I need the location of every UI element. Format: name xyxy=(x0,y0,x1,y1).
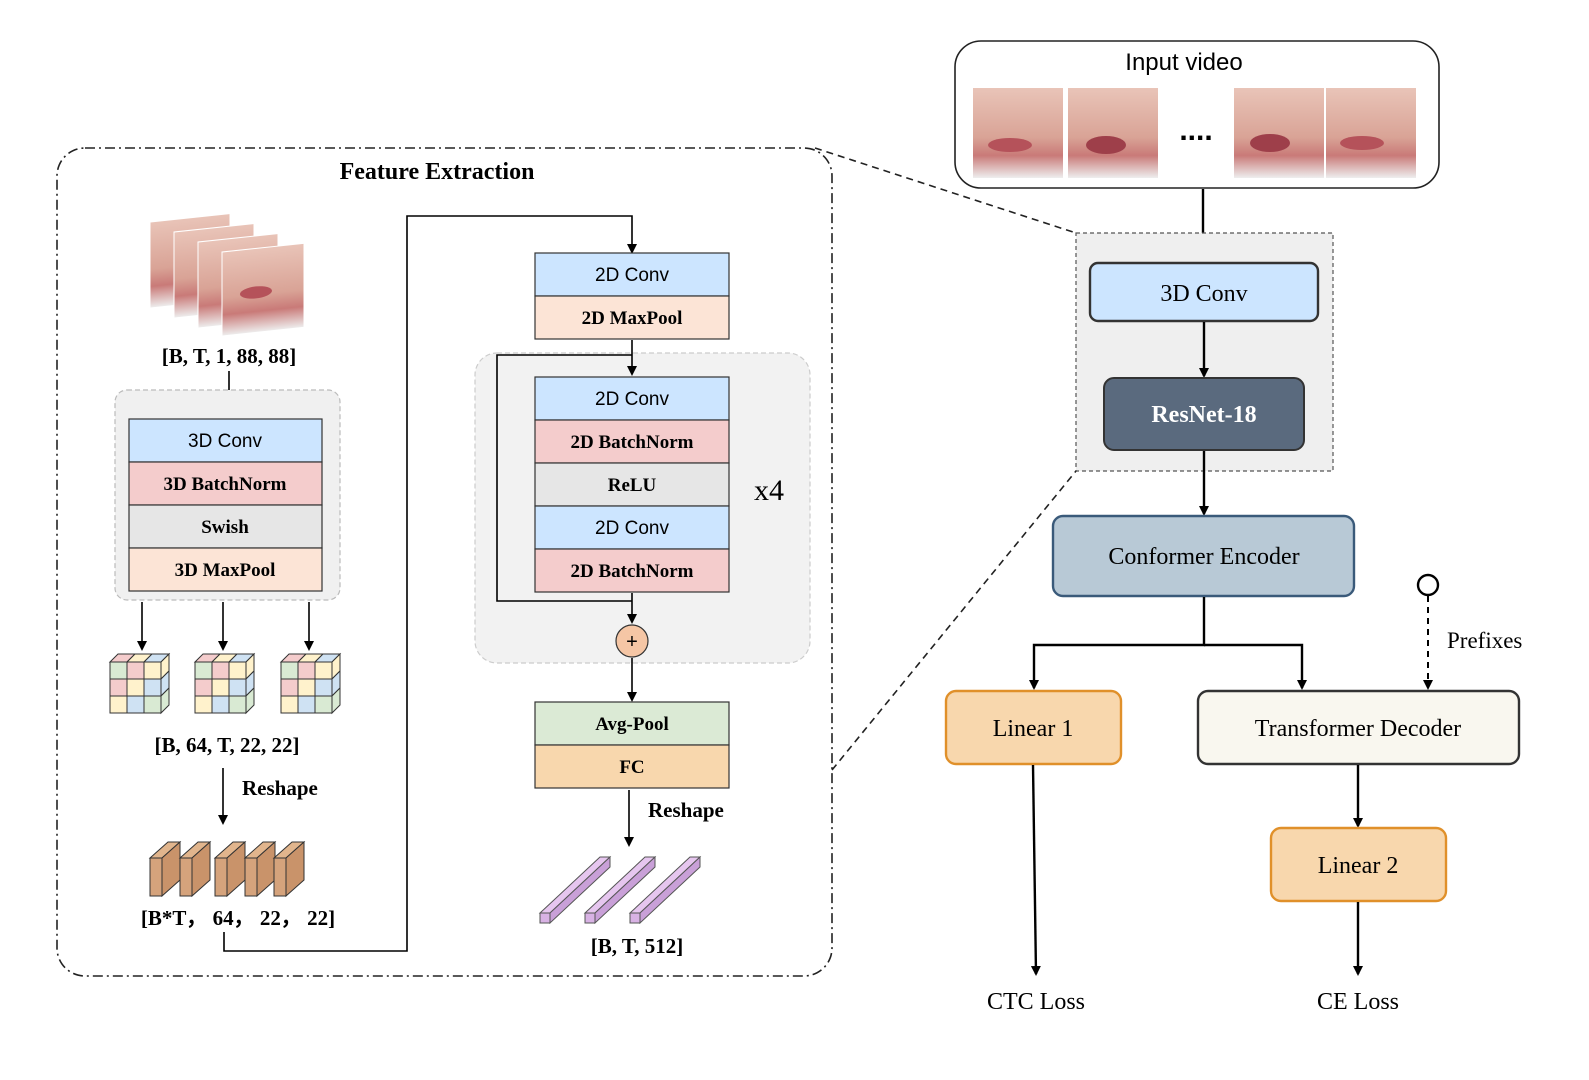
pipeline-conv3d xyxy=(1088,261,1320,323)
block3d-swish-label: Swish xyxy=(201,517,249,538)
maxpool2d-label: 2D MaxPool xyxy=(582,308,683,329)
output-feature-bars xyxy=(538,855,702,925)
linear1-label: Linear 1 xyxy=(993,716,1074,742)
resblock-relu-label: ReLU xyxy=(608,475,657,496)
fc-label: FC xyxy=(619,757,644,778)
feature-extraction-title: Feature Extraction xyxy=(340,159,535,185)
feature-slab xyxy=(213,840,247,898)
block3d-maxpool-label: 3D MaxPool xyxy=(175,560,276,581)
feature-cube xyxy=(279,652,342,715)
linear1 xyxy=(944,689,1123,766)
feature-cube xyxy=(193,652,256,715)
feature-slab xyxy=(272,840,306,898)
shape-2d-label: [B*T， 64， 22， 22] xyxy=(141,906,335,930)
avgpool xyxy=(534,701,730,746)
feature-bar xyxy=(583,855,657,925)
block3d-batchnorm xyxy=(128,461,323,506)
resblock-bn-2 xyxy=(534,548,730,593)
block3d-batchnorm-label: 3D BatchNorm xyxy=(164,474,287,495)
residual-add-symbol: + xyxy=(626,631,638,653)
ctc-loss-label: CTC Loss xyxy=(987,989,1085,1015)
reshape-label-2: Reshape xyxy=(648,798,724,822)
feature-cube xyxy=(108,652,171,715)
resblock-bn-2-label: 2D BatchNorm xyxy=(571,561,694,582)
resblock-conv-1 xyxy=(534,376,730,421)
shape-3d-label: [B, 64, T, 22, 22] xyxy=(154,733,299,757)
pipeline-conv3d-label: 3D Conv xyxy=(1160,281,1247,307)
linear2 xyxy=(1269,826,1448,903)
prefixes-node xyxy=(1416,573,1440,597)
linear2-label: Linear 2 xyxy=(1318,853,1399,879)
block3d-conv-label: 3D Conv xyxy=(188,431,262,452)
block3d-maxpool xyxy=(128,547,323,592)
output-shape-label: [B, T, 512] xyxy=(591,934,684,958)
avgpool-label: Avg-Pool xyxy=(595,714,669,735)
fc xyxy=(534,744,730,789)
ce-loss-label: CE Loss xyxy=(1317,989,1399,1015)
transformer-decoder xyxy=(1196,689,1521,766)
transformer-decoder-label: Transformer Decoder xyxy=(1255,716,1461,742)
video-frames xyxy=(973,88,1416,178)
conv2d-stem-label: 2D Conv xyxy=(595,265,669,286)
feature-slabs xyxy=(148,840,306,898)
conformer-encoder-label: Conformer Encoder xyxy=(1108,544,1299,570)
input-frames-stack xyxy=(149,213,305,337)
feature-bar xyxy=(538,855,612,925)
resblock-bn-1 xyxy=(534,419,730,464)
resblock-conv-2-label: 2D Conv xyxy=(595,518,669,539)
pipeline-resnet xyxy=(1103,377,1305,451)
resblock-bn-1-label: 2D BatchNorm xyxy=(571,432,694,453)
block3d-swish xyxy=(128,504,323,549)
block3d-conv xyxy=(128,418,323,463)
input-shape-label: [B, T, 1, 88, 88] xyxy=(162,344,297,368)
maxpool2d xyxy=(534,295,730,340)
feature-bar xyxy=(628,855,702,925)
residual-add-node xyxy=(615,624,649,658)
pipeline-resnet-label: ResNet-18 xyxy=(1151,402,1256,428)
feature-cubes xyxy=(108,652,342,715)
feature-slab xyxy=(178,840,212,898)
feature-slab xyxy=(243,840,277,898)
feature-extraction-panel xyxy=(56,147,833,977)
conformer-encoder xyxy=(1051,514,1356,598)
resblock-relu xyxy=(534,462,730,507)
video-ellipsis: .... xyxy=(1179,114,1212,147)
input-video-title: Input video xyxy=(1125,49,1242,76)
reshape-label-1: Reshape xyxy=(242,776,318,800)
resblock-conv-2 xyxy=(534,505,730,550)
prefixes-label: Prefixes xyxy=(1447,628,1522,653)
repeat-label: x4 xyxy=(754,474,784,507)
feature-slab xyxy=(148,840,182,898)
resblock-conv-1-label: 2D Conv xyxy=(595,389,669,410)
